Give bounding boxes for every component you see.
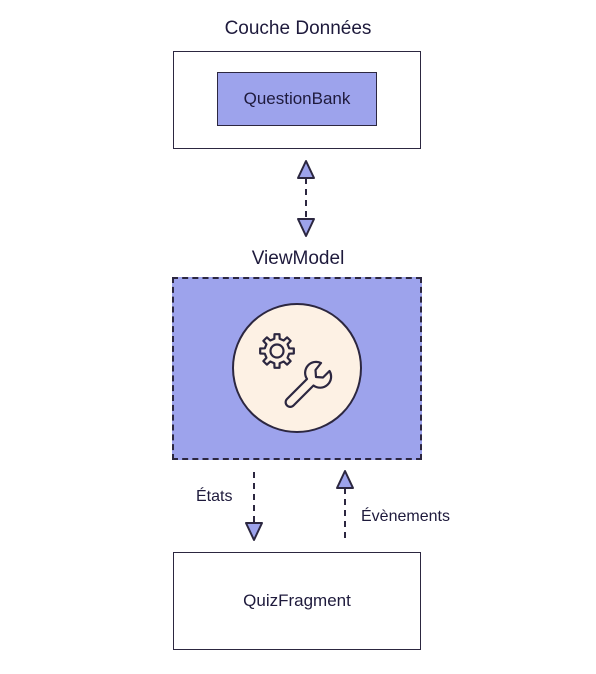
- wrench-icon: [284, 360, 333, 408]
- events-label: Évènements: [361, 508, 450, 525]
- states-label: États: [196, 488, 233, 505]
- data-layer-box: QuestionBank: [173, 51, 421, 149]
- viewmodel-box[interactable]: [172, 277, 422, 460]
- data-layer-title: Couche Données: [224, 18, 372, 39]
- arrow-head-up: [297, 160, 315, 179]
- viewmodel-icon-circle: [232, 303, 362, 433]
- arrow-head-up: [336, 470, 354, 489]
- states-arrow: [245, 472, 263, 541]
- quiz-fragment-box[interactable]: QuizFragment: [173, 552, 421, 650]
- arrow-head-down: [297, 218, 315, 237]
- viewmodel-title: ViewModel: [251, 248, 345, 269]
- question-bank-box[interactable]: QuestionBank: [217, 72, 377, 126]
- events-arrow: [336, 470, 354, 540]
- question-bank-label: QuestionBank: [243, 89, 351, 108]
- data-viewmodel-arrow: [297, 160, 315, 237]
- gear-icon: [259, 333, 295, 369]
- quiz-fragment-label: QuizFragment: [243, 591, 351, 610]
- arrow-head-down: [245, 522, 263, 541]
